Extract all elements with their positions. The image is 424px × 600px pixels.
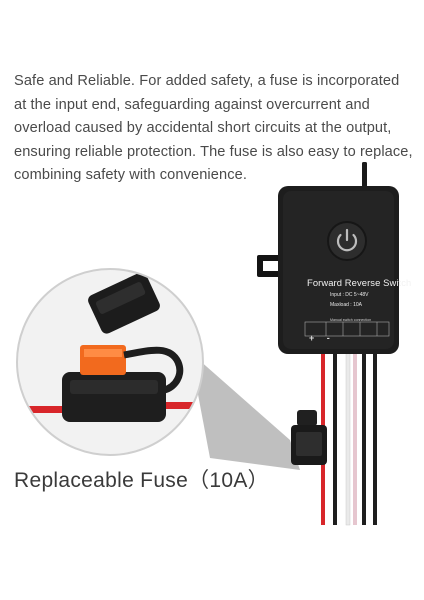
inline-fuse-holder xyxy=(291,410,327,465)
wire-bundle xyxy=(321,351,377,526)
fuse-holder-icon xyxy=(62,372,166,422)
fuse-zoom-circle xyxy=(16,268,204,456)
fuse-caption: Replaceable Fuse（10A） xyxy=(14,469,269,492)
switch-device xyxy=(257,186,399,354)
device-antenna xyxy=(362,162,367,187)
device-manual-note: Manual switch connection xyxy=(330,318,372,322)
device-input-spec: Input : DC 5~48V xyxy=(330,292,369,298)
device-polarity: + - xyxy=(309,333,335,343)
black-wire-3 xyxy=(373,352,377,525)
zoom-callout-beam xyxy=(190,352,300,470)
black-wire-2 xyxy=(362,352,366,525)
white-wire xyxy=(345,351,351,526)
device-maxload-spec: Maxload : 10A xyxy=(330,302,362,308)
description-text: Safe and Reliable. For added safety, a f… xyxy=(14,73,413,183)
device-title: Forward Reverse Switch xyxy=(307,277,412,288)
pink-wire xyxy=(353,352,357,525)
black-wire xyxy=(333,352,337,525)
